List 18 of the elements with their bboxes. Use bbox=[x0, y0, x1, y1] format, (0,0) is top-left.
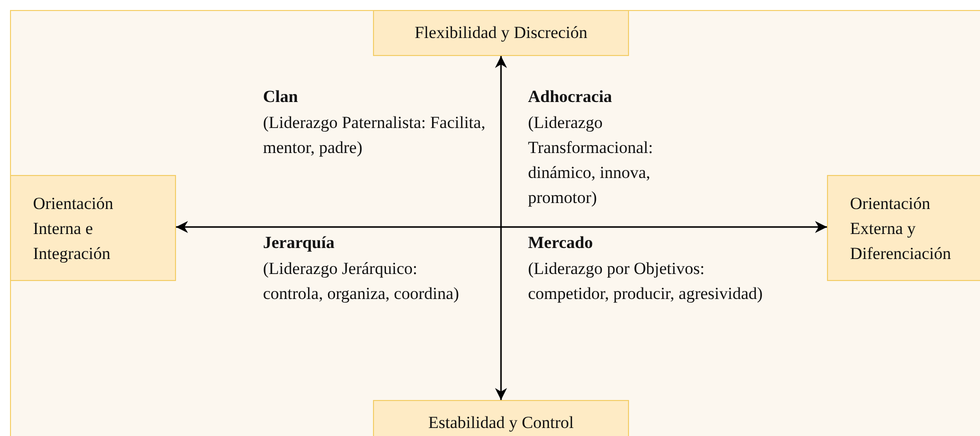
quadrant-description: (Liderazgo por Objetivos: competidor, producir, agresividad) bbox=[528, 258, 764, 305]
quadrant-description: (Liderazgo Jerárquico: controla, organiza, coordina) bbox=[263, 258, 460, 305]
pole-text: Orientación Externa y Diferenciación bbox=[850, 192, 952, 264]
axis-pole-box bbox=[373, 400, 629, 436]
quadrant-title: Clan bbox=[263, 86, 299, 108]
quadrant-description: (Liderazgo Transformacional: dinámico, innova, promotor) bbox=[528, 112, 654, 209]
double-arrow bbox=[495, 56, 507, 400]
quadrant-title: Jerarquía bbox=[263, 232, 336, 254]
quadrant-title: Mercado bbox=[528, 232, 594, 254]
axis-pole-box bbox=[827, 175, 980, 281]
pole-text: Flexibilidad y Discreción bbox=[414, 22, 588, 44]
quadrant-title: Adhocracia bbox=[528, 86, 614, 108]
axis-pole-box bbox=[373, 10, 629, 56]
quadrant-description: (Liderazgo Paternalista: Facilita, mentor, padre) bbox=[263, 112, 486, 159]
pole-text: Estabilidad y Control bbox=[428, 412, 574, 434]
double-arrow bbox=[176, 221, 827, 233]
axis-pole-box bbox=[10, 175, 176, 281]
pole-text: Orientación Interna e Integración bbox=[33, 192, 114, 265]
